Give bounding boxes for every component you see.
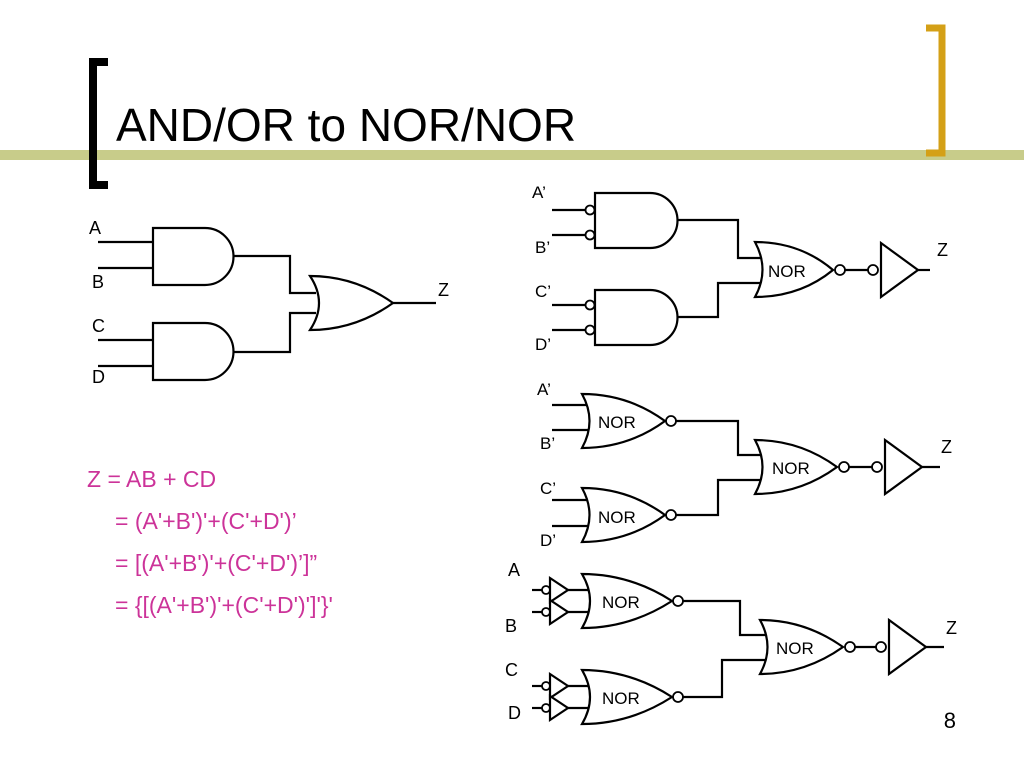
nor-gate-2b-label: NOR <box>598 508 636 527</box>
nor-gate-1 <box>753 240 835 299</box>
input-label-d-prime-2: D’ <box>540 531 556 550</box>
equation-line-1: Z = AB + CD <box>87 466 217 492</box>
input-label-c: C <box>92 316 105 336</box>
equation-line-2: = (A'+B')'+(C'+D')’ <box>115 508 297 534</box>
input-label-a-prime: A’ <box>532 183 546 202</box>
nor-gate-3c <box>758 618 845 676</box>
and-gate-bubbled-top <box>593 191 679 250</box>
output-label-z-2: Z <box>941 437 952 457</box>
input-label-a: A <box>89 218 101 238</box>
inverter-1 <box>879 240 920 300</box>
slide-title: AND/OR to NOR/NOR <box>116 99 577 151</box>
right-bracket <box>926 24 946 157</box>
nor-gate-2a <box>580 392 667 450</box>
output-label-z-3: Z <box>946 618 957 638</box>
input-label-a-prime-2: A’ <box>537 380 551 399</box>
output-label-z-1: Z <box>937 240 948 260</box>
nor-gate-2b <box>580 486 667 544</box>
input-label-c-prime-2: C’ <box>540 479 556 498</box>
input-label-d: D <box>92 367 105 387</box>
equation-line-3: = [(A'+B')'+(C'+D')’]” <box>115 550 318 576</box>
inverter-3 <box>887 617 928 677</box>
nor-gate-3c-label: NOR <box>776 639 814 658</box>
input-label-d-prime: D’ <box>535 335 551 354</box>
input-label-c-prime: C’ <box>535 282 551 301</box>
nor-gate-1-label: NOR <box>768 262 806 281</box>
nor-gate-2a-label: NOR <box>598 413 636 432</box>
input-label-b-prime: B’ <box>535 238 550 257</box>
and-gate-bottom <box>151 321 235 382</box>
bubbled-and-circuit <box>552 191 930 347</box>
input-label-b-prime-2: B’ <box>540 434 555 453</box>
nor-gate-2c <box>753 438 839 496</box>
or-gate <box>307 274 395 332</box>
and-gate-bubbled-bottom <box>593 288 679 347</box>
left-bracket <box>89 58 108 189</box>
and-or-circuit <box>98 226 436 382</box>
equation-line-4: = {[(A'+B')'+(C'+D')']'}' <box>115 592 333 618</box>
nor-nor-circuit <box>552 392 940 544</box>
input-label-a-3: A <box>508 560 520 580</box>
nor-gate-3b <box>580 668 675 726</box>
nor-gate-3a-label: NOR <box>602 593 640 612</box>
input-label-b: B <box>92 272 104 292</box>
nor-gate-3b-label: NOR <box>602 689 640 708</box>
and-gate-top <box>151 226 235 287</box>
nor-gate-3a <box>580 572 675 630</box>
header-accent-bar <box>0 150 1024 160</box>
nor-gate-2c-label: NOR <box>772 459 810 478</box>
input-label-c-3: C <box>505 660 518 680</box>
input-label-b-3: B <box>505 616 517 636</box>
inverter-2 <box>883 437 924 497</box>
input-label-d-3: D <box>508 703 521 723</box>
page-number: 8 <box>943 708 956 733</box>
nor-nor-inverter-circuit <box>532 572 944 726</box>
output-label-z: Z <box>438 280 449 300</box>
